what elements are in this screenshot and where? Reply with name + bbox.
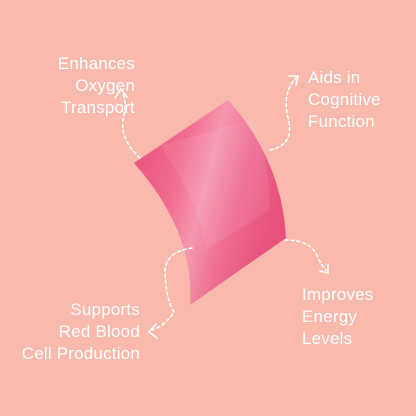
benefit-cognitive-line-2: Cognitive: [308, 90, 381, 109]
benefit-redblood-label: Supports Red Blood Cell Production: [0, 299, 140, 365]
product-patch-icon: [134, 100, 286, 305]
benefit-oxygen-line-3: Transport: [61, 98, 135, 117]
benefit-energy-line-3: Levels: [302, 329, 353, 348]
arrow-energy-icon: [284, 239, 329, 275]
benefit-energy-line-2: Energy: [302, 307, 358, 326]
benefit-redblood-line-3: Cell Production: [21, 344, 140, 363]
arrow-cognitive-icon: [269, 75, 299, 151]
arrow-oxygen-icon: [114, 87, 141, 159]
benefit-energy-line-1: Improves: [302, 285, 374, 304]
benefit-redblood-line-1: Supports: [70, 300, 140, 319]
arrow-redblood-icon: [147, 247, 193, 339]
benefit-energy-label: Improves Energy Levels: [302, 284, 412, 350]
benefit-oxygen-label: Enhances Oxygen Transport: [0, 53, 135, 119]
benefit-oxygen-line-1: Enhances: [57, 54, 135, 73]
benefit-oxygen-line-2: Oxygen: [75, 76, 135, 95]
patch-highlight: [160, 120, 270, 250]
benefit-cognitive-line-1: Aids in: [308, 68, 361, 87]
benefit-cognitive-line-3: Function: [308, 112, 375, 131]
benefit-redblood-line-2: Red Blood: [58, 322, 140, 341]
benefit-cognitive-label: Aids in Cognitive Function: [308, 67, 413, 133]
